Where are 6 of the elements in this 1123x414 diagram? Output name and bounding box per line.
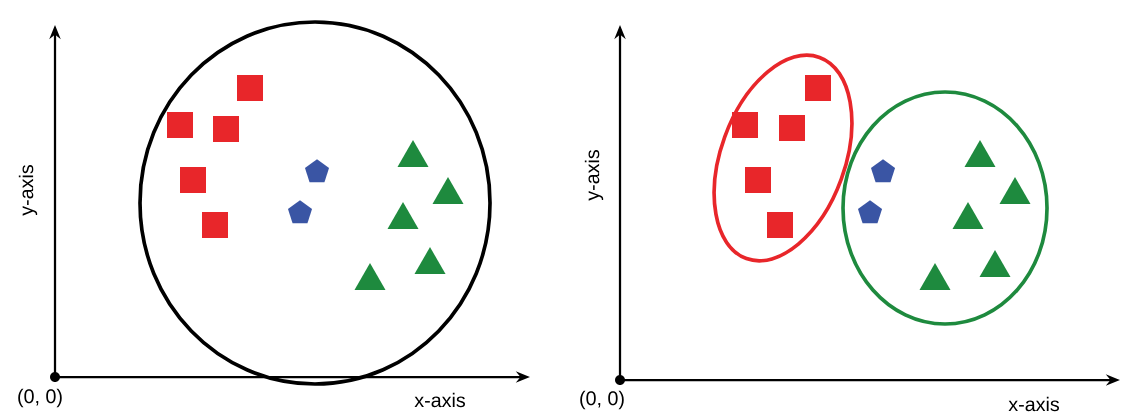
axis-label: x-axis	[414, 392, 465, 408]
axis-label: y-axis	[18, 165, 38, 216]
origin-label: (0, 0)	[580, 390, 624, 410]
axis-label: y-axis	[584, 150, 604, 201]
origin-label: (0, 0)	[18, 388, 62, 408]
axis-label: x-axis	[1008, 396, 1059, 412]
